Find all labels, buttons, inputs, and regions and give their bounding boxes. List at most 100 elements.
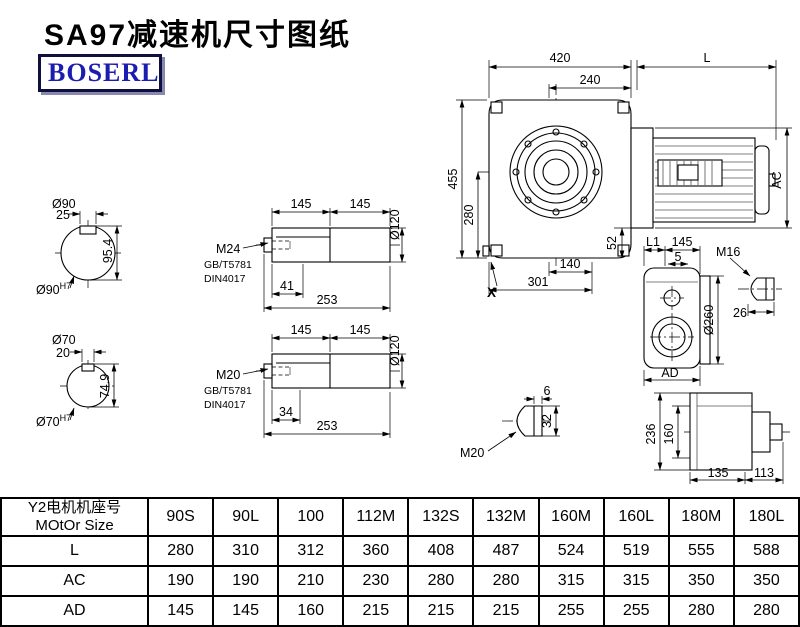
- cell-AD: 280: [667, 595, 735, 627]
- shaft-detail-view-2: 145 145 Ø120 M20 GB/T5781 DIN4017 34 253: [204, 323, 406, 438]
- cell-L: 360: [342, 535, 410, 567]
- dim-135: 135: [708, 466, 729, 480]
- cell-L: 555: [667, 535, 735, 567]
- dim-height-95-4: 95.4: [101, 239, 115, 263]
- dim-seg2-shaft1: 145: [350, 197, 371, 211]
- dim-seg1-shaft1: 145: [291, 197, 312, 211]
- dim-145-side: 145: [672, 235, 693, 249]
- dim-key-width-90: 25: [56, 208, 70, 222]
- col-header: 90S: [146, 497, 215, 537]
- dim-160: 160: [662, 424, 676, 445]
- dim-motor-dia-AC: AC: [770, 171, 784, 188]
- cell-AC: 315: [602, 565, 670, 597]
- main-gearbox-view: 420 L 240 455 280 AC 52 140 301 X: [446, 51, 792, 300]
- cell-AC: 350: [732, 565, 800, 597]
- cell-AD: 145: [146, 595, 215, 627]
- dim-dia-shaft1: Ø120: [388, 209, 402, 240]
- cell-L: 408: [407, 535, 475, 567]
- col-header: 160M: [537, 497, 605, 537]
- dim-6: 6: [544, 384, 551, 398]
- thread-label-m16: M16: [716, 245, 740, 259]
- shaft-end-view-90: 25 Ø90 95.4 Ø90H7: [36, 197, 122, 297]
- col-header: 112M: [342, 497, 410, 537]
- thread-label-m24: M24: [216, 242, 240, 256]
- dim-dia-90: Ø90: [52, 197, 76, 211]
- side-view: L1 145 5 M16 Ø260 26 AD: [643, 235, 782, 386]
- cell-L: 588: [732, 535, 800, 567]
- dim-dia-260: Ø260: [702, 305, 716, 336]
- col-header: 132S: [407, 497, 475, 537]
- dim-total-shaft1: 253: [317, 293, 338, 307]
- fit-label-70: Ø70H7: [36, 413, 71, 429]
- cell-AC: 350: [667, 565, 735, 597]
- page-title: SA97减速机尺寸图纸: [44, 19, 352, 52]
- col-header: 90L: [212, 497, 280, 537]
- cell-AC: 280: [472, 565, 540, 597]
- std-din-shaft1: DIN4017: [204, 273, 246, 285]
- plug-detail-view: M20 6 32: [460, 384, 560, 460]
- cell-AC: 280: [407, 565, 475, 597]
- cell-AC: 190: [212, 565, 280, 597]
- std-din-shaft2: DIN4017: [204, 399, 246, 411]
- dim-thread-len-shaft1: 41: [280, 279, 294, 293]
- cell-AC: 230: [342, 565, 410, 597]
- col-header: 132M: [472, 497, 540, 537]
- dim-5: 5: [675, 250, 682, 264]
- std-gb-shaft1: GB/T5781: [204, 259, 252, 271]
- row-label-AD: AD: [0, 595, 149, 627]
- dim-L1: L1: [646, 235, 660, 249]
- dim-32: 32: [540, 414, 554, 428]
- cell-AD: 215: [342, 595, 410, 627]
- dim-motor-length-L: L: [704, 51, 711, 65]
- x-mark-label: X: [487, 285, 496, 300]
- dim-26: 26: [733, 306, 747, 320]
- table-row-AD: AD 145 145 160 215 215 215 255 255 280 2…: [0, 595, 800, 627]
- dim-420: 420: [550, 51, 571, 65]
- dim-140: 140: [560, 257, 581, 271]
- dim-thread-len-shaft2: 34: [279, 405, 293, 419]
- cell-L: 312: [277, 535, 345, 567]
- dim-key-width-70: 20: [56, 346, 70, 360]
- brand-logo-box: BOSERL: [38, 54, 162, 92]
- cell-AD: 255: [602, 595, 670, 627]
- dim-240: 240: [580, 73, 601, 87]
- dim-455: 455: [446, 169, 460, 190]
- col-header: 160L: [602, 497, 670, 537]
- cell-L: 280: [146, 535, 215, 567]
- dim-seg2-shaft2: 145: [350, 323, 371, 337]
- cell-AD: 215: [407, 595, 475, 627]
- cell-AC: 315: [537, 565, 605, 597]
- header-cn: Y2电机机座号: [27, 499, 122, 516]
- dim-52: 52: [605, 236, 619, 250]
- col-header: 100: [277, 497, 345, 537]
- technical-drawing-canvas: 25 Ø90 95.4 Ø90H7 20 Ø70 74.9 Ø70H7: [36, 51, 792, 484]
- thread-label-m20-shaft2: M20: [216, 368, 240, 382]
- dim-301: 301: [528, 275, 549, 289]
- dim-dia-shaft2: Ø120: [388, 335, 402, 366]
- motor-size-table: Y2电机机座号 MOtOr Size 90S 90L 100 112M 132S…: [0, 497, 800, 627]
- thread-label-m20-plug: M20: [460, 446, 484, 460]
- dim-113: 113: [754, 466, 774, 480]
- dim-280: 280: [462, 205, 476, 226]
- cell-AD: 255: [537, 595, 605, 627]
- cell-AC: 210: [277, 565, 345, 597]
- shaft-detail-view-1: 145 145 Ø120 M24 GB/T5781 DIN4017 41 253: [204, 197, 406, 312]
- table-row-L: L 280 310 312 360 408 487 524 519 555 58…: [0, 535, 800, 567]
- table-row-AC: AC 190 190 210 230 280 280 315 315 350 3…: [0, 565, 800, 597]
- std-gb-shaft2: GB/T5781: [204, 385, 252, 397]
- cell-L: 310: [212, 535, 280, 567]
- cell-AC: 190: [146, 565, 215, 597]
- table-header-row: Y2电机机座号 MOtOr Size 90S 90L 100 112M 132S…: [0, 497, 800, 537]
- row-label-L: L: [0, 535, 149, 567]
- dim-dia-70: Ø70: [52, 333, 76, 347]
- dim-height-74-9: 74.9: [98, 374, 112, 398]
- dim-AD: AD: [661, 366, 678, 380]
- cell-L: 524: [537, 535, 605, 567]
- cell-L: 487: [472, 535, 540, 567]
- cell-AD: 215: [472, 595, 540, 627]
- col-header: 180L: [732, 497, 800, 537]
- cell-L: 519: [602, 535, 670, 567]
- col-header: 180M: [667, 497, 735, 537]
- shaft-end-view-70: 20 Ø70 74.9 Ø70H7: [36, 333, 119, 429]
